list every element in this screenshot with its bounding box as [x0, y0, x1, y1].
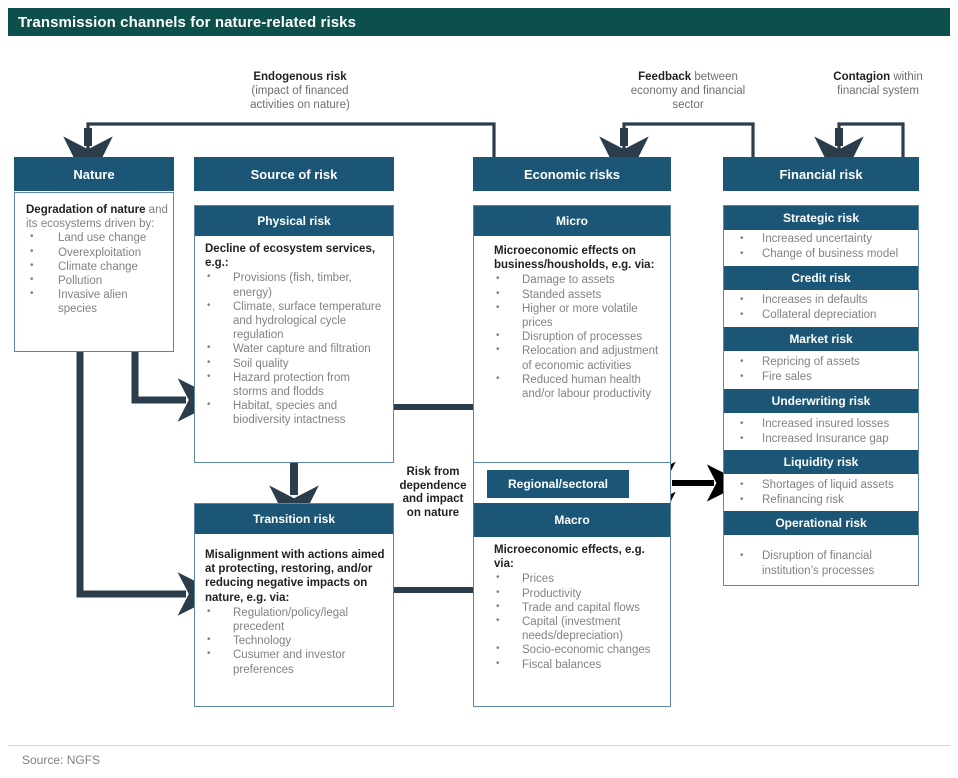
- list-item: Disruption of processes: [494, 329, 666, 344]
- underwriting-risk-list: Increased insured losses Increased Insur…: [734, 416, 914, 447]
- transition-risk-header: Transition risk: [195, 504, 393, 534]
- list-item: Cusumer and investor preferences: [205, 647, 387, 676]
- macro-list: Prices Productivity Trade and capital fl…: [494, 571, 666, 672]
- caption-endogenous-rest: (impact of financed activities on nature…: [250, 85, 350, 111]
- list-item: Refinancing risk: [734, 492, 914, 508]
- list-item: Increased insured losses: [734, 416, 914, 432]
- list-item: Increased uncertainty: [734, 231, 914, 247]
- macro-content: Microeconomic effects, e.g. via: Prices …: [494, 543, 666, 672]
- list-item: Climate change: [26, 259, 168, 274]
- caption-feedback-rest: between economy and financial sector: [630, 71, 746, 111]
- credit-risk-header: Credit risk: [724, 266, 918, 290]
- list-item: Water capture and filtration: [205, 341, 387, 356]
- column-header-nature: Nature: [14, 157, 174, 191]
- micro-list: Damage to assets Standed assets Higher o…: [494, 272, 666, 401]
- list-item: Disruption of financial institution’s pr…: [734, 548, 914, 579]
- credit-risk-list: Increases in defaults Collateral depreci…: [734, 292, 914, 323]
- nature-lead-rest: and its ecosystems driven by:: [26, 204, 168, 231]
- macro-lead: Microeconomic effects, e.g. via:: [494, 544, 645, 571]
- list-item: Increased Insurance gap: [734, 431, 914, 447]
- nature-lead-bold: Degradation of nature: [26, 204, 146, 216]
- caption-contagion-bold: Contagion: [833, 71, 891, 83]
- list-item: Soil quality: [205, 356, 387, 371]
- caption-contagion: Contagion within financial system: [818, 70, 938, 98]
- list-item: Hazard protection from storms and flodds: [205, 370, 387, 399]
- list-item: Damage to assets: [494, 272, 666, 287]
- list-item: Invasive alien species: [26, 287, 168, 316]
- liquidity-risk-header: Liquidity risk: [724, 450, 918, 474]
- caption-risk-from-dependence: Risk from dependence and impact on natur…: [398, 466, 468, 520]
- source-label: Source: NGFS: [22, 753, 101, 767]
- physical-risk-header: Physical risk: [195, 206, 393, 236]
- column-header-economic-risks: Economic risks: [473, 157, 671, 191]
- list-item: Climate, surface temperature and hydrolo…: [205, 299, 387, 343]
- strategic-risk-list: Increased uncertainty Change of business…: [734, 231, 914, 262]
- caption-contagion-rest: within financial system: [837, 71, 923, 97]
- list-item: Fiscal balances: [494, 657, 666, 672]
- list-item: Socio-economic changes: [494, 642, 666, 657]
- list-item: Productivity: [494, 586, 666, 601]
- list-item: Standed assets: [494, 287, 666, 302]
- list-item: Overexploitation: [26, 245, 168, 260]
- underwriting-risk-header: Underwriting risk: [724, 389, 918, 413]
- nature-content: Degradation of nature and its ecosystems…: [26, 203, 168, 317]
- column-header-source-of-risk: Source of risk: [194, 157, 394, 191]
- transition-risk-list: Regulation/policy/legal precedent Techno…: [205, 605, 387, 677]
- list-item: Prices: [494, 571, 666, 586]
- list-item: Provisions (fish, timber, energy): [205, 270, 387, 299]
- market-risk-list: Repricing of assets Fire sales: [734, 354, 914, 385]
- macro-header: Macro: [474, 503, 670, 537]
- regional-sectoral-header: Regional/sectoral: [487, 470, 629, 498]
- physical-risk-content: Decline of ecosystem services, e.g.: Pro…: [205, 242, 387, 428]
- nature-list: Land use change Overexploitation Climate…: [26, 230, 168, 316]
- strategic-risk-header: Strategic risk: [724, 206, 918, 230]
- list-item: Trade and capital flows: [494, 600, 666, 615]
- operational-risk-list: Disruption of financial institution’s pr…: [734, 548, 914, 579]
- list-item: Capital (investment needs/depreciation): [494, 614, 666, 643]
- list-item: Relocation and adjustment of economic ac…: [494, 343, 666, 372]
- micro-header: Micro: [474, 206, 670, 236]
- caption-endogenous-bold: Endogenous risk: [253, 71, 347, 83]
- list-item: Change of business model: [734, 246, 914, 262]
- market-risk-header: Market risk: [724, 327, 918, 351]
- caption-feedback-bold: Feedback: [638, 71, 692, 83]
- page-title: Transmission channels for nature-related…: [8, 8, 950, 36]
- list-item: Repricing of assets: [734, 354, 914, 370]
- physical-risk-list: Provisions (fish, timber, energy) Climat…: [205, 270, 387, 427]
- list-item: Land use change: [26, 230, 168, 245]
- list-item: Fire sales: [734, 369, 914, 385]
- list-item: Increases in defaults: [734, 292, 914, 308]
- list-item: Habitat, species and biodiversity intact…: [205, 398, 387, 427]
- list-item: Collateral depreciation: [734, 307, 914, 323]
- economic-divider: [474, 462, 670, 463]
- footer-divider: [8, 745, 950, 746]
- transition-risk-content: Misalignment with actions aimed at prote…: [205, 548, 387, 677]
- micro-content: Microeconomic effects on business/housho…: [494, 244, 666, 401]
- list-item: Higher or more volatile prices: [494, 301, 666, 330]
- micro-lead: Microeconomic effects on business/housho…: [494, 245, 655, 272]
- transition-risk-lead: Misalignment with actions aimed at prote…: [205, 549, 385, 604]
- list-item: Pollution: [26, 273, 168, 288]
- operational-risk-header: Operational risk: [724, 511, 918, 535]
- caption-feedback: Feedback between economy and financial s…: [618, 70, 758, 112]
- caption-risk-from-text: Risk from dependence and impact on natur…: [399, 466, 467, 519]
- list-item: Technology: [205, 633, 387, 648]
- physical-risk-lead: Decline of ecosystem services, e.g.:: [205, 243, 376, 270]
- liquidity-risk-list: Shortages of liquid assets Refinancing r…: [734, 477, 914, 508]
- caption-endogenous: Endogenous risk (impact of financed acti…: [232, 70, 368, 112]
- list-item: Regulation/policy/legal precedent: [205, 605, 387, 634]
- list-item: Shortages of liquid assets: [734, 477, 914, 493]
- column-header-financial-risk: Financial risk: [723, 157, 919, 191]
- list-item: Reduced human health and/or labour produ…: [494, 372, 666, 401]
